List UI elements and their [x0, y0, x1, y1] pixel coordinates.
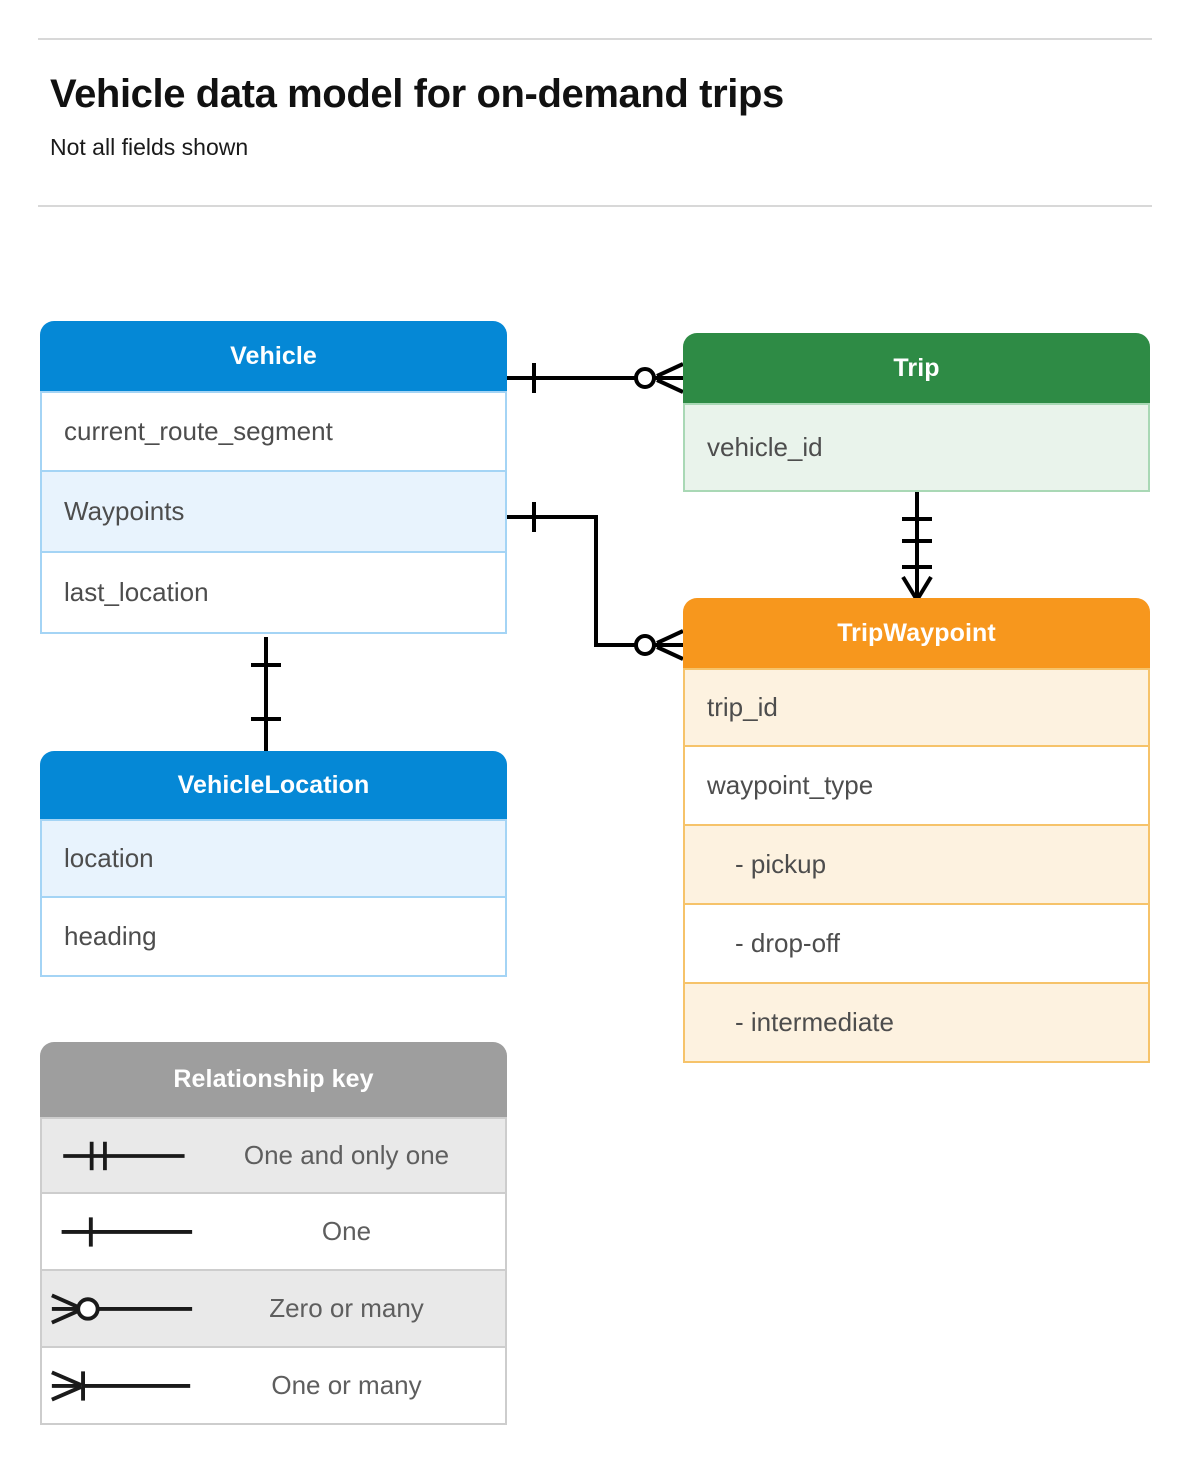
field-row[interactable]: heading — [40, 898, 507, 977]
field-label: location — [64, 843, 154, 873]
entity-tripwaypoint-header: TripWaypoint — [683, 598, 1150, 668]
relationship-key-legend[interactable]: Relationship key One and only one One — [40, 1042, 507, 1425]
legend-header: Relationship key — [40, 1042, 507, 1117]
field-label: Waypoints — [64, 496, 185, 526]
header-divider-top — [38, 38, 1152, 40]
entity-tripwaypoint[interactable]: TripWaypoint trip_id waypoint_type - pic… — [683, 598, 1150, 1063]
entity-tripwaypoint-fields: trip_id waypoint_type - pickup - drop-of… — [683, 668, 1150, 1063]
entity-trip-header: Trip — [683, 333, 1150, 403]
field-label: vehicle_id — [707, 432, 823, 462]
legend-item[interactable]: One — [40, 1194, 507, 1271]
field-label: trip_id — [707, 692, 778, 722]
field-label: - pickup — [735, 849, 827, 879]
legend-item[interactable]: Zero or many — [40, 1271, 507, 1348]
legend-item-label: One and only one — [243, 1140, 450, 1170]
field-row-enum[interactable]: - intermediate — [683, 984, 1150, 1063]
page-title: Vehicle data model for on-demand trips — [50, 72, 784, 116]
entity-vehicle-header: Vehicle — [40, 321, 507, 391]
crowfoot-line — [656, 362, 684, 378]
field-row-enum[interactable]: - pickup — [683, 826, 1150, 905]
field-label: heading — [64, 921, 157, 951]
zero-or-many-icon — [51, 1293, 193, 1325]
one-or-many-icon — [51, 1370, 191, 1402]
entity-vehiclelocation-title: VehicleLocation — [177, 770, 370, 799]
page-subtitle: Not all fields shown — [50, 134, 249, 160]
field-label: current_route_segment — [64, 416, 333, 446]
cardinality-zero-circle — [634, 634, 656, 656]
entity-vehicle-title: Vehicle — [230, 341, 317, 370]
field-row[interactable]: last_location — [40, 553, 507, 634]
one-and-only-one-icon — [63, 1141, 185, 1171]
legend-item[interactable]: One and only one — [40, 1117, 507, 1194]
field-row[interactable]: trip_id — [683, 668, 1150, 747]
legend-item-label: Zero or many — [269, 1293, 424, 1323]
field-row[interactable]: location — [40, 819, 507, 898]
field-row[interactable]: waypoint_type — [683, 747, 1150, 826]
legend-item-label: One or many — [271, 1370, 422, 1400]
crowfoot-line — [656, 645, 684, 661]
legend-item[interactable]: One or many — [40, 1348, 507, 1425]
entity-trip[interactable]: Trip vehicle_id — [683, 333, 1150, 492]
legend-item-label: One — [321, 1216, 372, 1246]
legend-items: One and only one One Zero — [40, 1117, 507, 1425]
entity-vehicle-fields: current_route_segment Waypoints last_loc… — [40, 391, 507, 634]
one-icon — [61, 1217, 193, 1247]
entity-tripwaypoint-title: TripWaypoint — [837, 618, 996, 647]
field-label: - intermediate — [735, 1007, 894, 1037]
legend-title: Relationship key — [173, 1065, 374, 1093]
entity-vehiclelocation[interactable]: VehicleLocation location heading — [40, 751, 507, 977]
crowfoot-line — [915, 575, 933, 602]
field-row-enum[interactable]: - drop-off — [683, 905, 1150, 984]
field-row[interactable]: vehicle_id — [683, 403, 1150, 492]
field-row[interactable]: Waypoints — [40, 472, 507, 553]
crowfoot-line — [901, 575, 919, 602]
entity-vehiclelocation-fields: location heading — [40, 819, 507, 977]
field-row[interactable]: current_route_segment — [40, 391, 507, 472]
crowfoot-line — [656, 629, 684, 645]
entity-trip-title: Trip — [893, 353, 940, 382]
connector-waypoints-tripwaypoint — [507, 515, 683, 647]
cardinality-zero-circle — [634, 367, 656, 389]
entity-trip-fields: vehicle_id — [683, 403, 1150, 492]
entity-vehiclelocation-header: VehicleLocation — [40, 751, 507, 819]
field-label: waypoint_type — [707, 770, 874, 800]
field-label: - drop-off — [735, 928, 841, 958]
crowfoot-line — [656, 378, 684, 394]
header-divider-bottom — [38, 205, 1152, 207]
entity-vehicle[interactable]: Vehicle current_route_segment Waypoints … — [40, 321, 507, 634]
field-label: last_location — [64, 577, 209, 607]
